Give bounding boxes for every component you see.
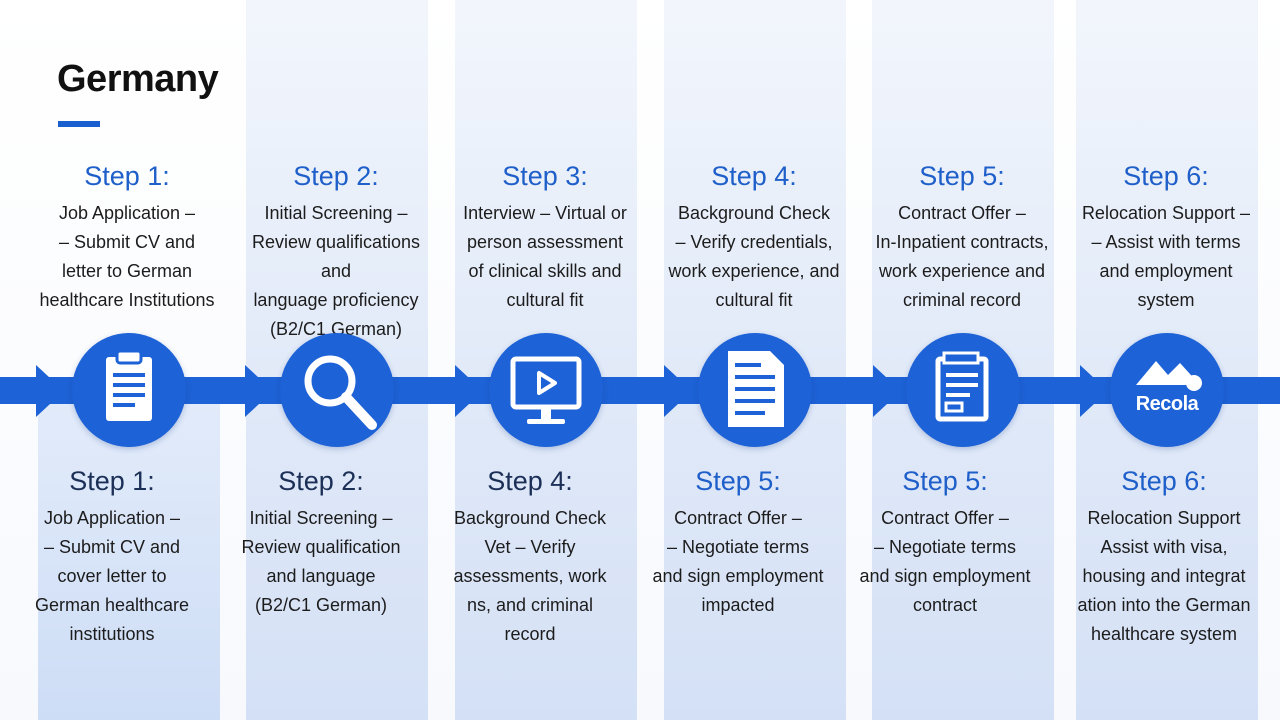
step-node-2 — [280, 333, 394, 447]
top-step-line: Relocation Support – — [1081, 203, 1251, 223]
top-step-2: Step 2: Initial Screening – Review quali… — [236, 161, 436, 344]
top-step-1: Step 1: Job Application – – Submit CV an… — [27, 161, 227, 315]
arrow-head-icon — [245, 365, 273, 417]
top-step-6: Step 6: Relocation Support – – Assist wi… — [1066, 161, 1266, 315]
monitor-video-icon — [510, 356, 582, 424]
top-step-line: Contract Offer – — [898, 203, 1026, 223]
bottom-step-line: Review qualification — [241, 537, 401, 557]
top-step-line: Initial Screening – — [264, 203, 408, 223]
bottom-step-4: Step 5: Contract Offer – – Negotiate ter… — [638, 466, 838, 620]
bottom-step-line: healthcare system — [1090, 624, 1238, 644]
top-step-heading: Step 6: — [1123, 161, 1209, 191]
top-step-heading: Step 3: — [502, 161, 588, 191]
top-step-line: language proficiency — [253, 290, 419, 310]
step-node-5 — [906, 333, 1020, 447]
step-node-6: Recola — [1110, 333, 1224, 447]
arrow-head-icon — [36, 365, 64, 417]
top-step-line: letter to German — [61, 261, 193, 281]
top-step-line: – Verify credentials, — [675, 232, 833, 252]
arrow-head-icon — [664, 365, 692, 417]
arrow-head-icon — [873, 365, 901, 417]
top-step-line: work experience, and — [668, 261, 840, 281]
bottom-step-line: – Negotiate terms — [666, 537, 810, 557]
bottom-step-line: ns, and criminal — [466, 595, 594, 615]
top-step-line: Review qualifications and — [251, 232, 421, 281]
top-step-line: system — [1137, 290, 1195, 310]
page-title: Germany — [57, 58, 219, 100]
top-step-line: work experience and — [878, 261, 1046, 281]
column-stripe-1 — [38, 400, 220, 720]
document-icon — [728, 351, 784, 427]
bottom-step-line: Contract Offer – — [674, 508, 802, 528]
contract-icon — [935, 351, 989, 422]
top-step-line: In-Inpatient contracts, — [875, 232, 1049, 252]
top-step-line: Interview – Virtual or — [463, 203, 627, 223]
top-step-line: – Assist with terms — [1091, 232, 1241, 252]
top-step-line: cultural fit — [715, 290, 793, 310]
bottom-step-line: and sign employment — [652, 566, 824, 586]
top-step-line: Job Application – — [58, 203, 196, 223]
top-step-heading: Step 4: — [711, 161, 797, 191]
bottom-step-heading: Step 4: — [487, 466, 573, 496]
bottom-step-heading: Step 6: — [1121, 466, 1207, 496]
bottom-step-line: Initial Screening – — [249, 508, 393, 528]
top-step-4: Step 4: Background Check – Verify creden… — [654, 161, 854, 315]
relocation-icon — [1136, 361, 1202, 391]
top-step-line: Background Check — [677, 203, 831, 223]
top-step-line: healthcare Institutions — [39, 290, 215, 310]
top-step-line: – Submit CV and — [58, 232, 196, 252]
bottom-step-heading: Step 5: — [695, 466, 781, 496]
relocation-icon-label: Recola — [1135, 393, 1199, 415]
bottom-step-heading: Step 1: — [69, 466, 155, 496]
bottom-step-line: cover letter to — [57, 566, 167, 586]
top-step-line: criminal record — [902, 290, 1022, 310]
bottom-step-line: (B2/C1 German) — [254, 595, 388, 615]
top-step-heading: Step 5: — [919, 161, 1005, 191]
bottom-step-3: Step 4: Background Check Vet – Verify as… — [430, 466, 630, 649]
bottom-step-line: assessments, work — [453, 566, 607, 586]
step-node-3 — [489, 333, 603, 447]
title-underline — [58, 121, 100, 127]
bottom-step-line: Vet – Verify — [484, 537, 576, 557]
bottom-step-line: institutions — [69, 624, 155, 644]
top-step-heading: Step 2: — [293, 161, 379, 191]
bottom-step-line: housing and integrat — [1082, 566, 1246, 586]
bottom-step-line: – Negotiate terms — [873, 537, 1017, 557]
top-step-heading: Step 1: — [84, 161, 170, 191]
bottom-step-2: Step 2: Initial Screening – Review quali… — [221, 466, 421, 620]
top-step-5: Step 5: Contract Offer – In-Inpatient co… — [862, 161, 1062, 315]
bottom-step-line: – Submit CV and — [43, 537, 181, 557]
timeline-arrow — [0, 377, 1280, 404]
clipboard-icon — [106, 349, 152, 421]
bottom-step-line: Relocation Support — [1087, 508, 1241, 528]
bottom-step-heading: Step 5: — [902, 466, 988, 496]
bottom-step-line: and sign employment — [859, 566, 1031, 586]
bottom-step-heading: Step 2: — [278, 466, 364, 496]
top-step-line: and employment — [1099, 261, 1233, 281]
bottom-step-line: Contract Offer – — [881, 508, 1009, 528]
bottom-step-6: Step 6: Relocation Support Assist with v… — [1064, 466, 1264, 649]
top-step-line: cultural fit — [506, 290, 584, 310]
bottom-step-line: German healthcare — [34, 595, 190, 615]
top-step-3: Step 3: Interview – Virtual or person as… — [445, 161, 645, 315]
bottom-step-line: and language — [266, 566, 376, 586]
bottom-step-line: impacted — [701, 595, 775, 615]
top-step-line: (B2/C1 German) — [269, 319, 403, 339]
bottom-step-line: ation into the German — [1077, 595, 1251, 615]
arrow-head-icon — [1080, 365, 1108, 417]
step-node-4 — [698, 333, 812, 447]
bottom-step-line: record — [504, 624, 556, 644]
magnifier-icon — [304, 355, 377, 430]
bottom-step-line: contract — [912, 595, 978, 615]
arrow-head-icon — [455, 365, 483, 417]
top-step-line: of clinical skills and — [468, 261, 622, 281]
step-node-1 — [72, 333, 186, 447]
bottom-step-1: Step 1: Job Application – – Submit CV an… — [12, 466, 212, 649]
bottom-step-line: Job Application – — [43, 508, 181, 528]
bottom-step-line: Background Check — [453, 508, 607, 528]
bottom-step-5: Step 5: Contract Offer – – Negotiate ter… — [845, 466, 1045, 620]
top-step-line: person assessment — [466, 232, 624, 252]
bottom-step-line: Assist with visa, — [1100, 537, 1228, 557]
